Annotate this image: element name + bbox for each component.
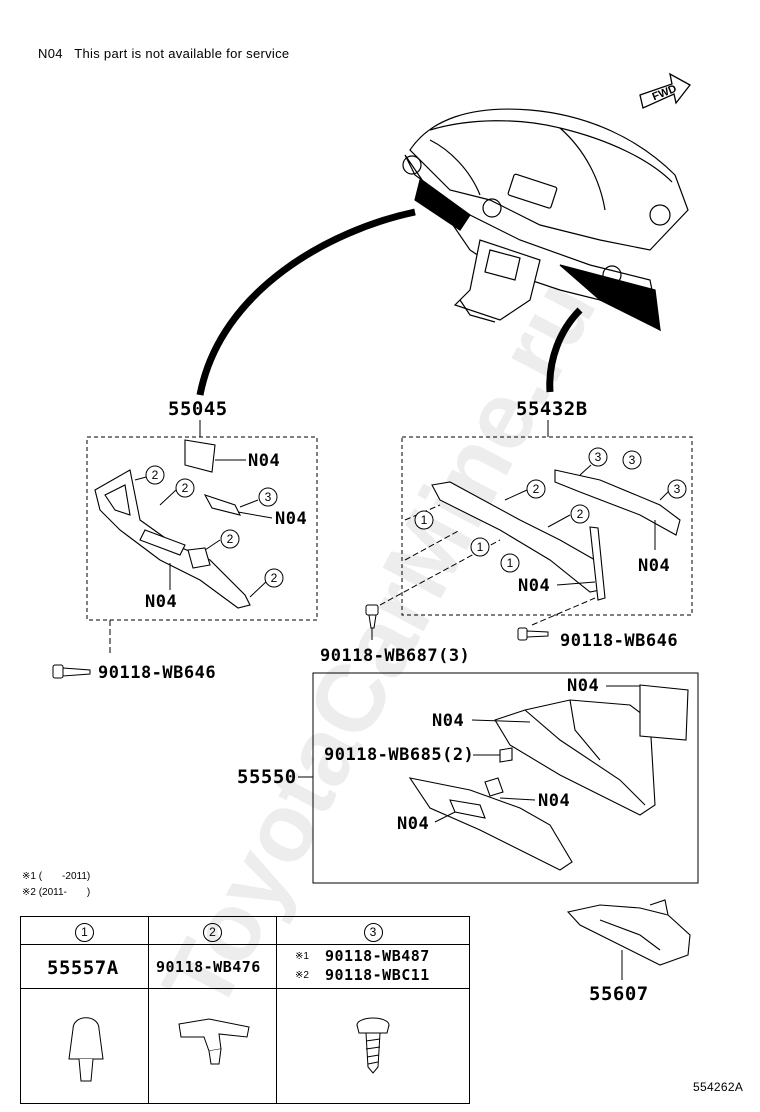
callout-3: 3 bbox=[258, 487, 278, 507]
leader-arc-right bbox=[546, 307, 583, 393]
bolt-label-right: 90118-WB646 bbox=[560, 631, 679, 651]
part-55045: 55045 bbox=[168, 398, 228, 420]
n04-label: N04 bbox=[567, 676, 600, 696]
bolt-label-left: 90118-WB646 bbox=[98, 663, 217, 683]
bolt-left-icon bbox=[52, 664, 91, 679]
note: N04 This part is not available for servi… bbox=[38, 46, 289, 61]
n04-label: N04 bbox=[638, 556, 671, 576]
svg-text:2: 2 bbox=[152, 468, 159, 482]
legend-header-2: 2 bbox=[149, 917, 277, 945]
callout-circles: 2 2 3 2 2 3 3 3 2 2 1 1 1 bbox=[145, 447, 687, 588]
panel-55045-illustration bbox=[94, 439, 251, 609]
svg-text:2: 2 bbox=[533, 482, 540, 496]
n04-label: N04 bbox=[518, 576, 551, 596]
fwd-arrow-icon bbox=[639, 72, 691, 109]
callout-2: 2 bbox=[175, 478, 195, 498]
callout-2: 2 bbox=[526, 479, 546, 499]
group-box-55045 bbox=[86, 436, 318, 621]
callout-3: 3 bbox=[622, 450, 642, 470]
screw-icon bbox=[356, 1017, 390, 1074]
callout-3: 3 bbox=[588, 447, 608, 467]
callout-2: 2 bbox=[264, 568, 284, 588]
leader-arc-left bbox=[196, 208, 416, 396]
legend-part-2: 90118-WB476 bbox=[156, 958, 261, 976]
footnote-2: ※2 (2011- ) bbox=[22, 887, 91, 898]
callout-1: 1 bbox=[500, 553, 520, 573]
callout-1: 1 bbox=[414, 510, 434, 530]
part-55432b: 55432B bbox=[516, 398, 588, 420]
callout-1: 1 bbox=[470, 537, 490, 557]
svg-text:1: 1 bbox=[421, 513, 428, 527]
svg-text:3: 3 bbox=[629, 453, 636, 467]
note-code: N04 bbox=[38, 46, 63, 61]
svg-text:3: 3 bbox=[265, 490, 272, 504]
legend-part-1: 55557A bbox=[47, 957, 119, 979]
callout-3: 3 bbox=[667, 479, 687, 499]
legend-header-1: 1 bbox=[21, 917, 149, 945]
panel-55432b-illustration bbox=[431, 469, 681, 601]
group-box-55432b bbox=[401, 436, 693, 616]
n04-label: N04 bbox=[275, 509, 308, 529]
grommet-icon bbox=[68, 1017, 104, 1082]
n04-label: N04 bbox=[538, 791, 571, 811]
part-55550: 55550 bbox=[237, 766, 297, 788]
callout-2: 2 bbox=[570, 504, 590, 524]
legend-mark-2: ※2 bbox=[295, 970, 309, 981]
clip-icon bbox=[178, 1018, 250, 1065]
svg-text:2: 2 bbox=[227, 532, 234, 546]
legend-header-3: 3 bbox=[277, 917, 469, 945]
note-text: This part is not available for service bbox=[74, 46, 290, 61]
diagram-id: 554262A bbox=[693, 1080, 744, 1094]
part-55607: 55607 bbox=[589, 983, 649, 1005]
svg-text:2: 2 bbox=[271, 571, 278, 585]
legend-illustration-3 bbox=[277, 989, 469, 1103]
n04-label: N04 bbox=[248, 451, 281, 471]
legend-part-3a: 90118-WB487 bbox=[325, 947, 430, 965]
callout-2: 2 bbox=[220, 529, 240, 549]
legend-table: 1 2 3 55557A 90118-WB476 ※1 90118-WB487 … bbox=[20, 916, 470, 1104]
svg-text:3: 3 bbox=[595, 450, 602, 464]
bolt-label-wb685: 90118-WB685(2) bbox=[324, 745, 475, 765]
n04-label: N04 bbox=[397, 814, 430, 834]
bolt-right-icon bbox=[517, 627, 549, 641]
legend-part-3b: 90118-WBC11 bbox=[325, 966, 430, 984]
svg-text:2: 2 bbox=[182, 481, 189, 495]
bolt-label-center: 90118-WB687(3) bbox=[320, 646, 471, 666]
callout-2: 2 bbox=[145, 465, 165, 485]
legend-illustration-2 bbox=[149, 989, 277, 1103]
n04-label: N04 bbox=[432, 711, 465, 731]
part-55607-illustration bbox=[566, 899, 691, 966]
n04-label: N04 bbox=[145, 592, 178, 612]
dashboard-illustration bbox=[402, 108, 689, 332]
group-box-55550 bbox=[312, 672, 699, 884]
svg-text:2: 2 bbox=[577, 507, 584, 521]
legend-illustration-1 bbox=[21, 989, 149, 1103]
svg-text:1: 1 bbox=[507, 556, 514, 570]
footnote-1: ※1 ( -2011) bbox=[22, 871, 91, 882]
bolt-center-icon bbox=[365, 604, 379, 629]
svg-text:3: 3 bbox=[674, 482, 681, 496]
legend-mark-1: ※1 bbox=[295, 951, 309, 962]
svg-text:1: 1 bbox=[477, 540, 484, 554]
glovebox-illustration bbox=[408, 684, 689, 871]
